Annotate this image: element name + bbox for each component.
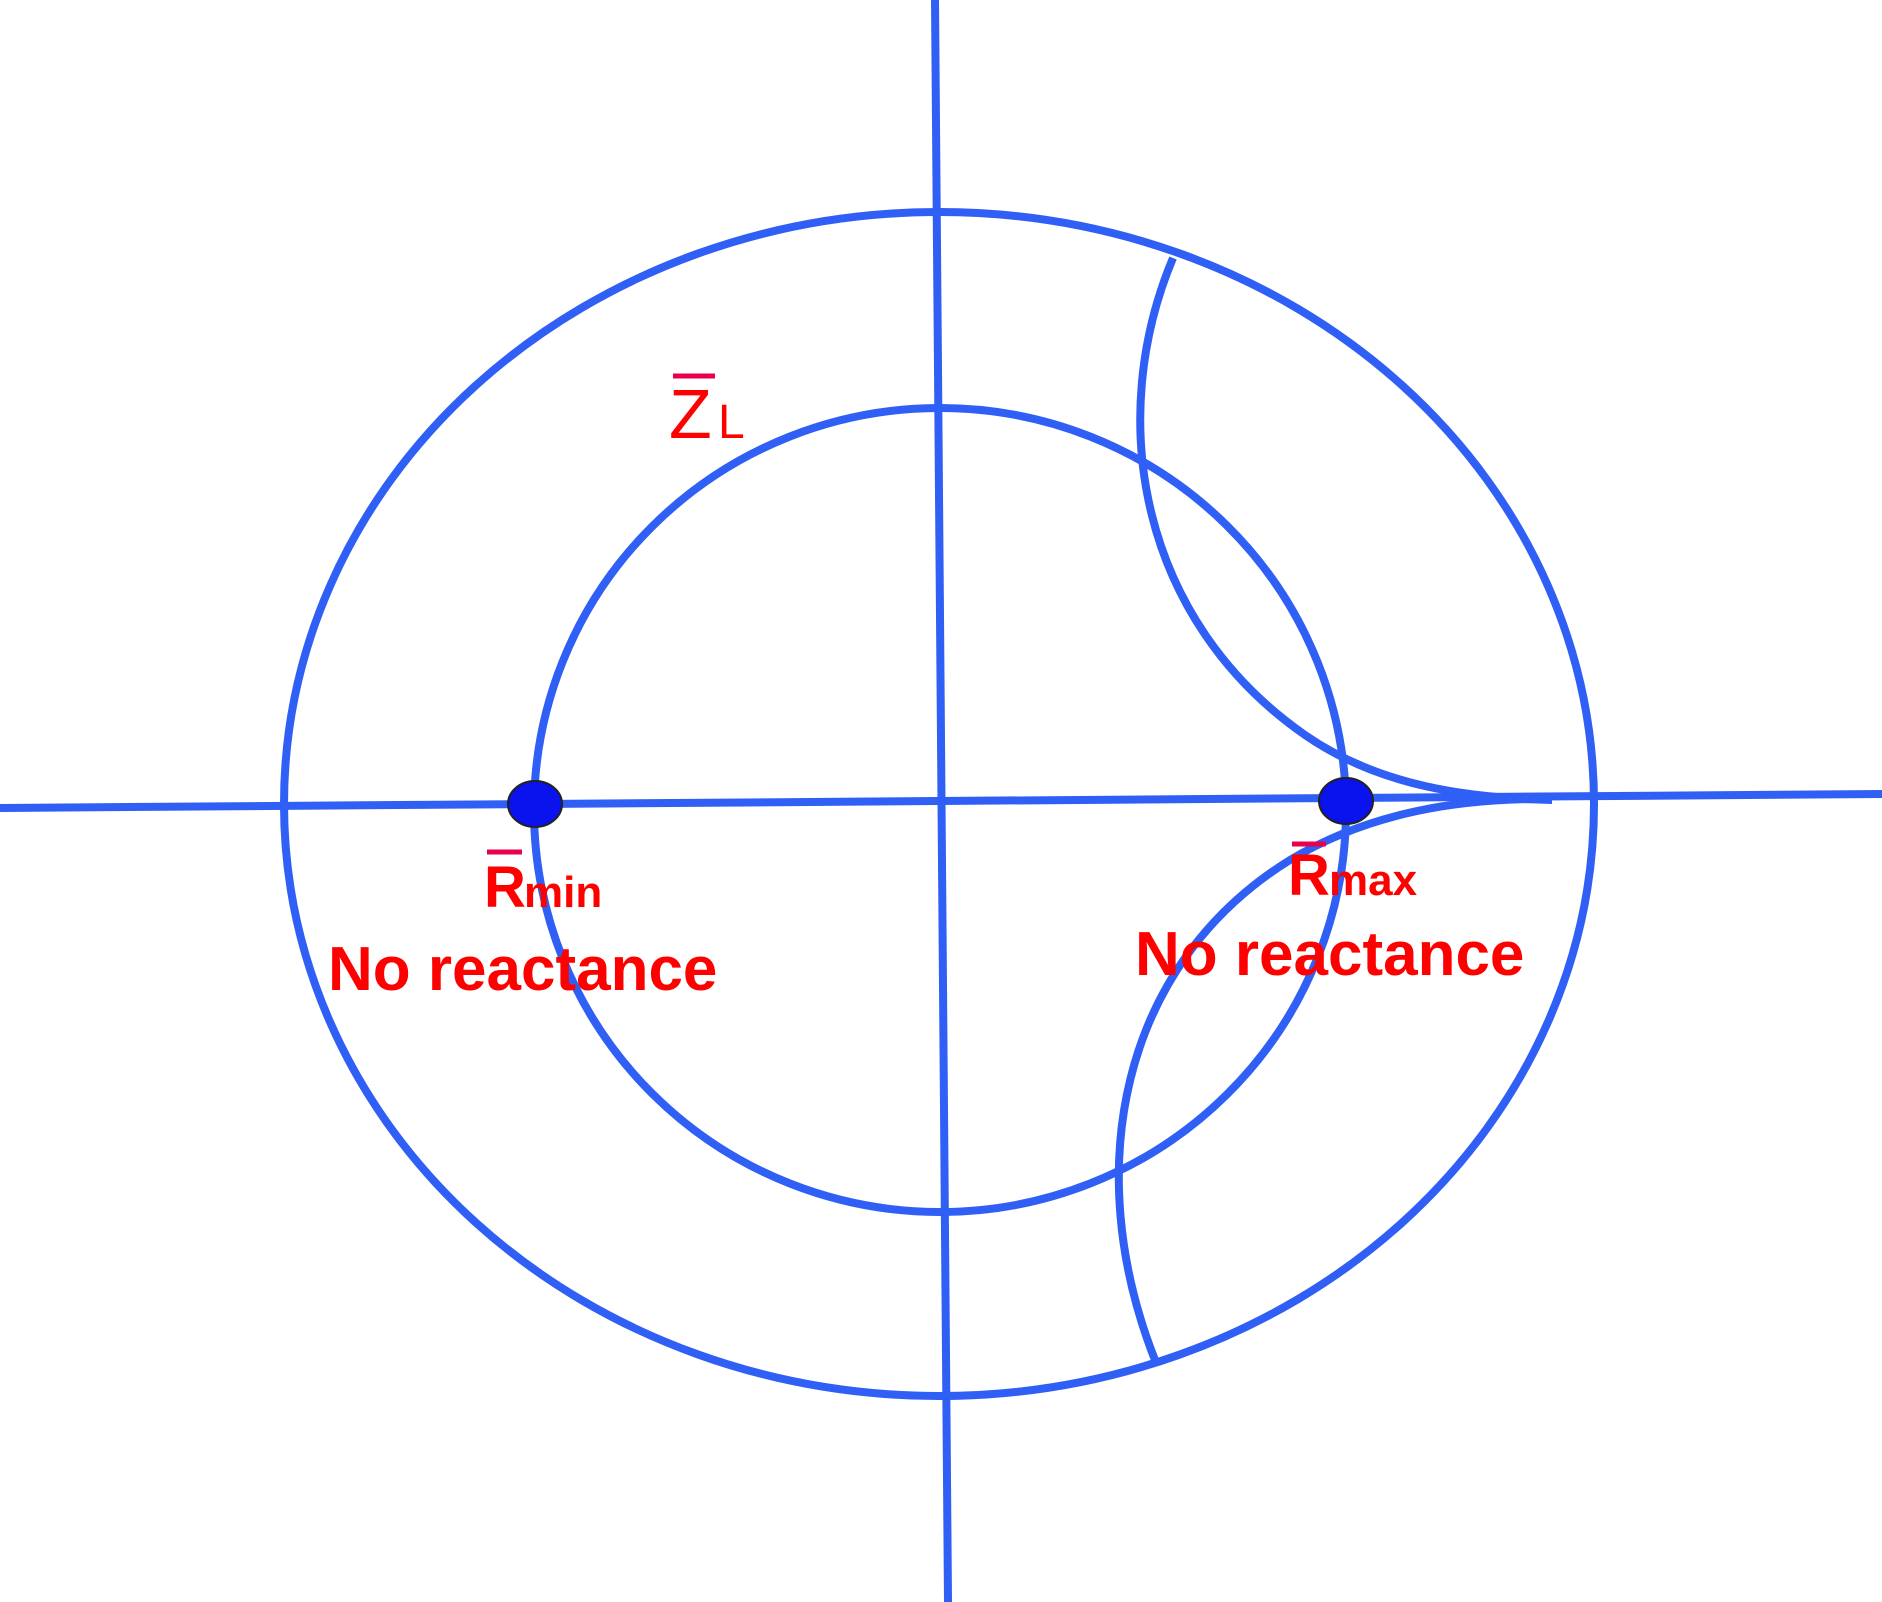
zl-sub-text: L: [718, 396, 745, 449]
rmax-note: No reactance: [1135, 920, 1524, 989]
rmin-point: [507, 780, 563, 828]
upper-reactance-arc: [1136, 256, 1553, 804]
rmax-label: R max No reactance: [1135, 841, 1524, 989]
rmax-sub-text: max: [1329, 856, 1418, 905]
zl-label: Z L: [669, 373, 745, 453]
lower-reactance-arc: [1114, 794, 1553, 1362]
rmax-point: [1318, 777, 1374, 825]
imaginary-axis: [931, 0, 952, 1602]
rmin-main-text: R: [484, 855, 526, 920]
rmin-note: No reactance: [328, 935, 717, 1004]
rmax-main-text: R: [1288, 843, 1330, 908]
rmin-label: R min No reactance: [328, 849, 717, 1004]
rmin-sub-text: min: [524, 868, 602, 917]
outer-unit-circle: [280, 208, 1598, 1400]
zl-main-text: Z: [669, 375, 712, 453]
